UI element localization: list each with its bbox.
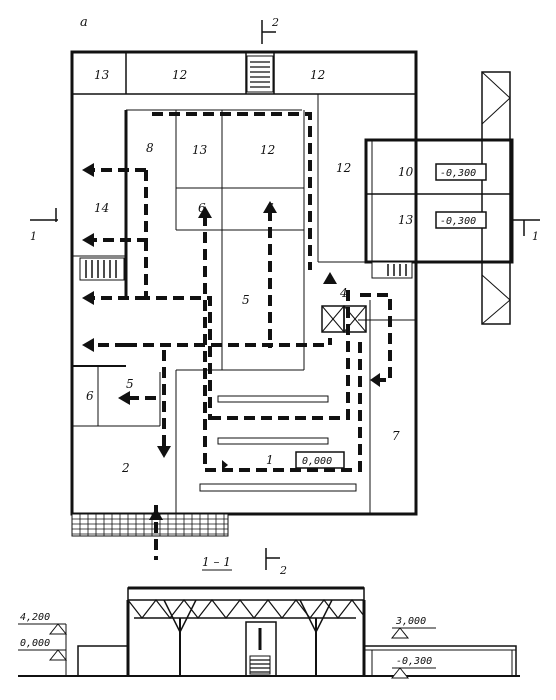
level-annex-a: -0,300	[440, 168, 476, 179]
room-13-top: 13	[94, 68, 110, 82]
movement-paths	[90, 112, 392, 560]
section-drawing	[18, 586, 520, 679]
section-marker-right-label: 1	[532, 230, 539, 243]
entrance-grating	[71, 513, 229, 537]
section-marker-left-label: 1	[30, 230, 37, 243]
section-marker-right	[512, 219, 540, 236]
stair-top	[246, 55, 274, 93]
stair-right	[371, 261, 413, 279]
room-6-a: 6	[198, 201, 206, 215]
room-5-small: 5	[126, 377, 134, 391]
level-hall: 0,000	[302, 456, 332, 467]
stair-left	[79, 257, 125, 281]
level-section-top: 4,200	[20, 612, 50, 623]
room-1: 1	[266, 453, 274, 467]
section-marker-top	[261, 20, 276, 44]
room-14: 14	[94, 201, 109, 215]
room-12-center: 12	[260, 143, 275, 157]
room-8: 8	[146, 141, 154, 155]
level-annex-b: -0,300	[440, 216, 476, 227]
section-marker-bottom-label: 2	[279, 564, 287, 577]
room-13-annex: 13	[398, 213, 414, 227]
section-marker-bottom	[265, 548, 280, 570]
room-10: 10	[398, 165, 414, 179]
level-section-floor: 0,000	[20, 638, 50, 649]
level-section-right-top: 3,000	[395, 616, 426, 627]
room-5-center: 5	[242, 293, 250, 307]
section-title: 1 – 1	[202, 555, 231, 569]
room-6-small: 6	[86, 389, 94, 403]
section-marker-top-label: 2	[271, 16, 279, 29]
room-2: 2	[121, 461, 130, 475]
plan-walls	[70, 50, 514, 516]
room-12-top-mid: 12	[172, 68, 187, 82]
plan-label: a	[80, 15, 88, 30]
section-marker-left	[30, 208, 58, 222]
room-4: 4	[339, 286, 348, 300]
room-12-top-right: 12	[310, 68, 325, 82]
room-6-b: 6	[266, 201, 274, 215]
level-section-right-floor: -0,300	[396, 656, 432, 667]
room-12-right: 12	[336, 161, 351, 175]
path-arrows	[82, 163, 380, 520]
room-7: 7	[392, 429, 400, 443]
room-13-mid: 13	[192, 143, 208, 157]
